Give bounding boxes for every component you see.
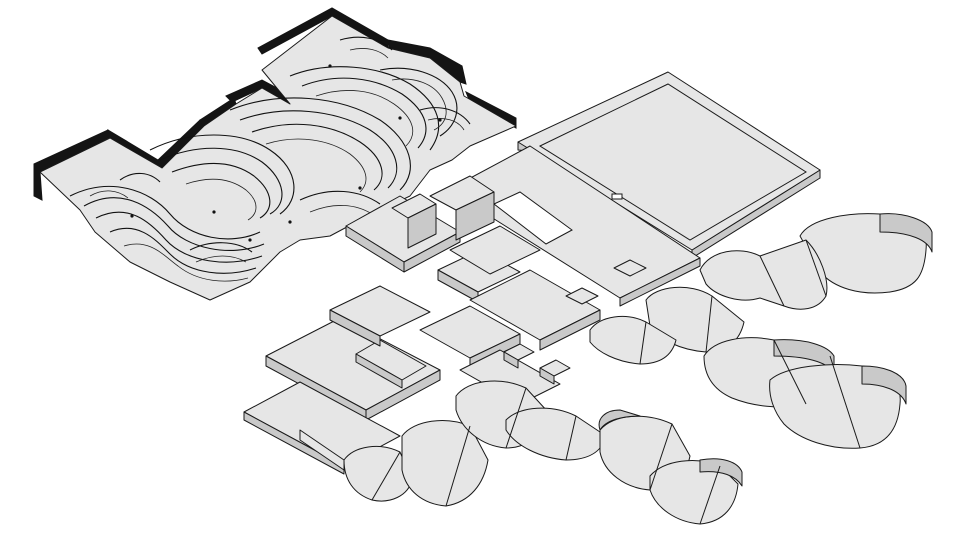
pod-r6 [589, 316, 677, 365]
terrain-contours [69, 36, 471, 282]
terrain-layer [33, 7, 517, 301]
lower-terraces [243, 285, 561, 475]
pod-r1 [799, 213, 927, 294]
pod-b2 [401, 420, 489, 507]
upper-platform [517, 71, 821, 259]
platform-opening [611, 193, 623, 200]
connector-blocks [503, 259, 647, 385]
central-terraces [345, 145, 701, 351]
right-pods [589, 213, 933, 449]
terrain-surface [39, 15, 517, 301]
pod-r2 [699, 239, 828, 310]
terrain-survey-points [130, 64, 442, 242]
bottom-pods [299, 380, 743, 525]
pod-b4 [505, 407, 607, 461]
pod-r5 [769, 364, 901, 449]
central-void [493, 191, 573, 245]
